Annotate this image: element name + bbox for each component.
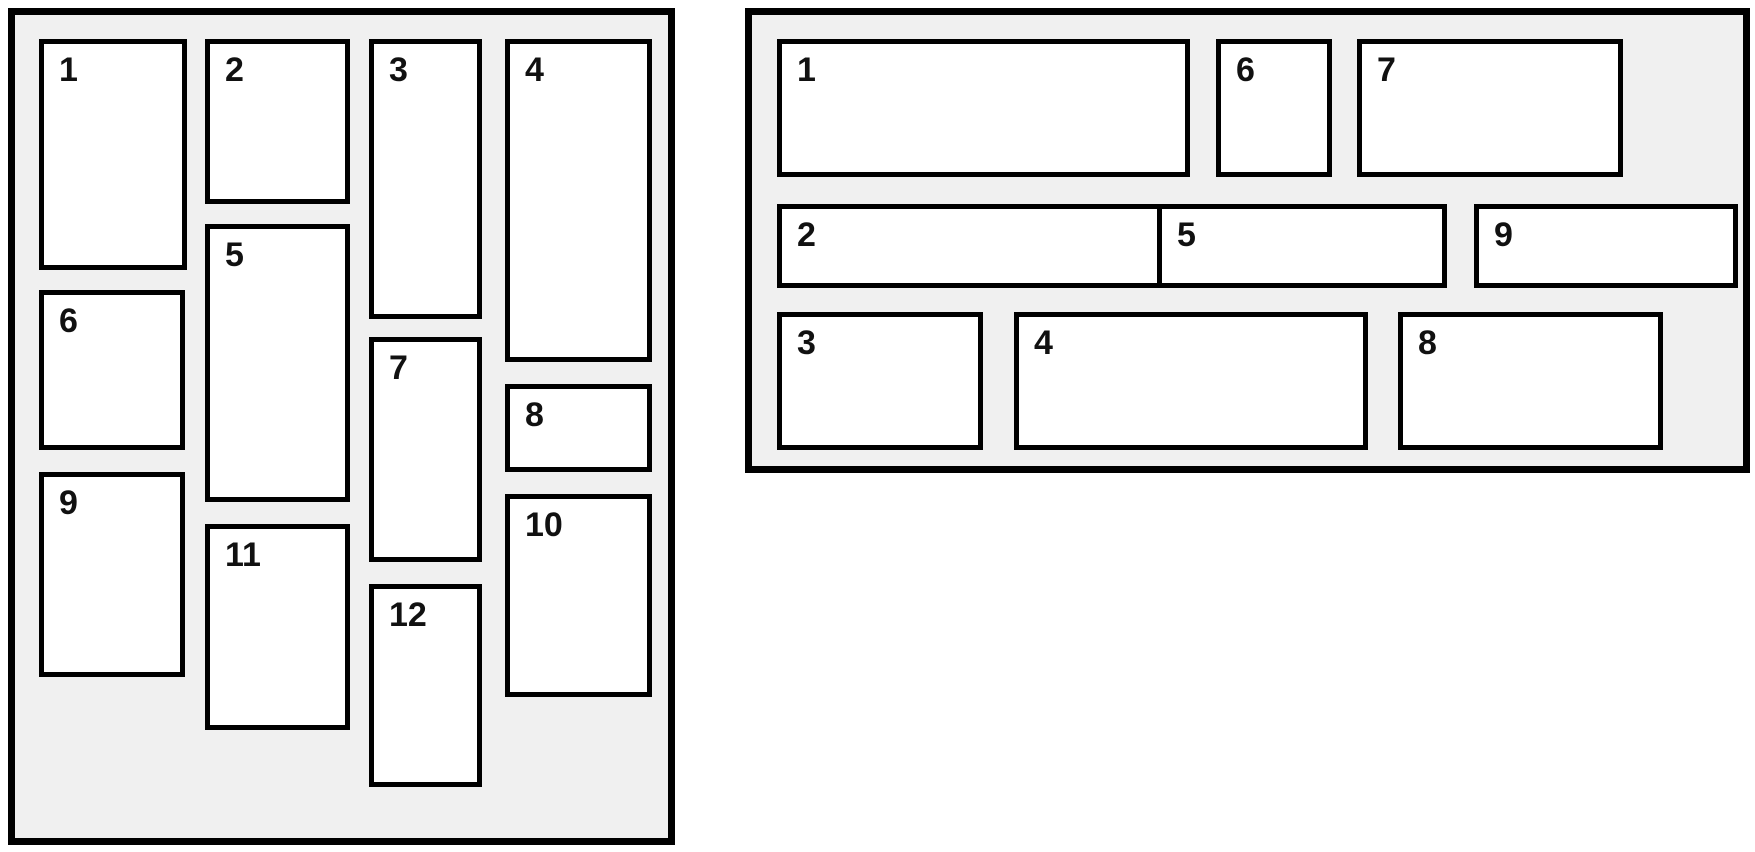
masonry-box-4: 4 xyxy=(505,39,652,362)
masonry-box-9: 9 xyxy=(39,472,185,677)
masonry-box-3: 3 xyxy=(369,39,482,319)
box-number-label: 1 xyxy=(797,51,816,89)
masonry-box-6: 6 xyxy=(39,290,185,450)
box-number-label: 5 xyxy=(225,236,244,274)
box-number-label: 10 xyxy=(525,506,563,544)
box-number-label: 3 xyxy=(389,51,408,89)
masonry-box-11: 11 xyxy=(205,524,350,730)
box-number-label: 5 xyxy=(1177,216,1196,254)
row-box-5: 5 xyxy=(1157,204,1447,288)
box-number-label: 2 xyxy=(797,216,816,254)
row-box-6: 6 xyxy=(1216,39,1332,177)
box-number-label: 8 xyxy=(525,396,544,434)
box-number-label: 4 xyxy=(525,51,544,89)
row-box-9: 9 xyxy=(1474,204,1738,288)
row-box-8: 8 xyxy=(1398,312,1663,450)
rows-layout-panel: 1 2 3 4 5 6 7 8 9 xyxy=(745,8,1750,473)
masonry-box-7: 7 xyxy=(369,337,482,562)
masonry-box-12: 12 xyxy=(369,584,482,787)
box-number-label: 12 xyxy=(389,596,427,634)
box-number-label: 7 xyxy=(389,349,408,387)
row-box-3: 3 xyxy=(777,312,983,450)
row-box-7: 7 xyxy=(1357,39,1623,177)
box-number-label: 6 xyxy=(1236,51,1255,89)
box-number-label: 3 xyxy=(797,324,816,362)
box-number-label: 8 xyxy=(1418,324,1437,362)
box-number-label: 2 xyxy=(225,51,244,89)
row-box-2: 2 xyxy=(777,204,1188,288)
box-number-label: 1 xyxy=(59,51,78,89)
masonry-box-5: 5 xyxy=(205,224,350,502)
box-number-label: 9 xyxy=(59,484,78,522)
row-box-1: 1 xyxy=(777,39,1190,177)
box-number-label: 6 xyxy=(59,302,78,340)
masonry-box-10: 10 xyxy=(505,494,652,697)
box-number-label: 7 xyxy=(1377,51,1396,89)
box-number-label: 9 xyxy=(1494,216,1513,254)
box-number-label: 11 xyxy=(225,536,261,574)
masonry-box-1: 1 xyxy=(39,39,187,270)
masonry-box-8: 8 xyxy=(505,384,652,472)
box-number-label: 4 xyxy=(1034,324,1053,362)
masonry-box-2: 2 xyxy=(205,39,350,204)
row-box-4: 4 xyxy=(1014,312,1368,450)
